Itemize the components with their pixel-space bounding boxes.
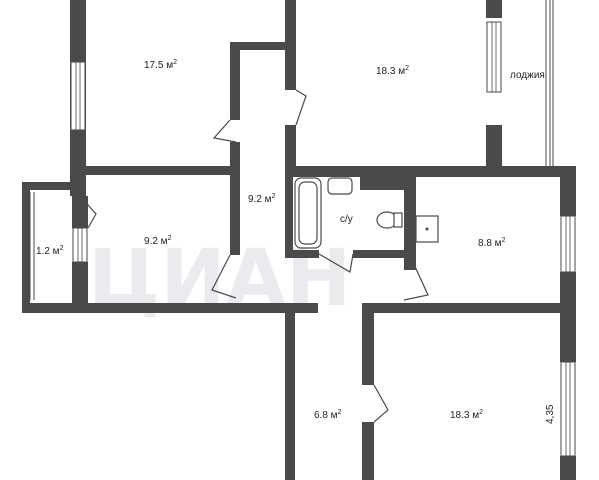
windows [29,0,576,457]
room-area-8-8: 8.8 м2 [478,237,506,249]
wall-bath-right [404,170,416,258]
window-room-18-top [486,21,502,93]
door-room-8-8 [403,259,429,301]
window-room-9-2-left [72,227,88,263]
wall-lower-right-upper [362,313,374,385]
wall-right-mid [486,125,502,170]
wall-left-mid [72,196,88,228]
wall-mid-bottom-left [22,303,318,313]
room-area-18-3-bottom: 18.3 м2 [450,409,483,421]
wall-under-18top [285,166,575,177]
door-room-18-top [295,89,307,126]
door-room-18-bottom [373,384,389,423]
wall-corridor-left-lower [230,175,240,255]
wall-mid-bottom-right [362,303,575,313]
room-area-17-5: 17.5 м2 [144,59,177,71]
doors [79,89,429,423]
window-room-17 [70,61,86,131]
wall-lower-right-lower [362,422,374,480]
room-area-18-3-top: 18.3 м2 [376,65,409,77]
wall-bath-bottom-left [285,250,319,258]
dimension-label: 4,35 [545,404,556,424]
wall-bath-bottom-right [353,250,413,258]
window-room-18-bottom [560,361,576,457]
wall-corridor-left-mid [230,142,240,182]
wall-bath-shaft [360,170,412,190]
bathroom-fixtures [294,177,439,249]
room-area-1-2: 1.2 м2 [36,245,64,257]
door-bathroom [318,253,354,273]
walls [22,0,576,480]
wall-right-exterior-3 [560,456,576,480]
wall-corridor-left-upper [230,42,240,120]
wall-corridor-cap [230,42,290,50]
bathroom-label: с/у [340,214,353,225]
wall-right-top [486,0,502,18]
wall-right-exterior-2 [560,272,576,362]
wall-under-17 [86,166,236,175]
wall-corridor-right-lower [285,125,296,177]
loggia-label: лоджия [510,70,545,81]
wall-partition-top [285,0,296,44]
wall-loggia-top [22,182,80,190]
door-room-17 [212,119,237,143]
door-room-9-2 [211,254,237,299]
sink-icon [327,177,353,195]
room-labels: 17.5 м2 18.3 м2 9.2 м2 1.2 м2 9.2 м2 8.8… [36,59,556,424]
wall-loggia-left [22,182,30,312]
wall-left-low [72,262,88,312]
room-area-6-8: 6.8 м2 [314,409,342,421]
wall-right-exterior-1 [560,166,576,216]
door-loggia [79,195,97,229]
room-area-9-2-corridor: 9.2 м2 [248,193,276,205]
room-area-9-2-room: 9.2 м2 [144,235,172,247]
window-room-8-8 [560,215,576,273]
wall-corridor-right-upper [285,44,296,90]
wall-lower-left [285,313,295,480]
wall-bath-left [285,166,293,258]
